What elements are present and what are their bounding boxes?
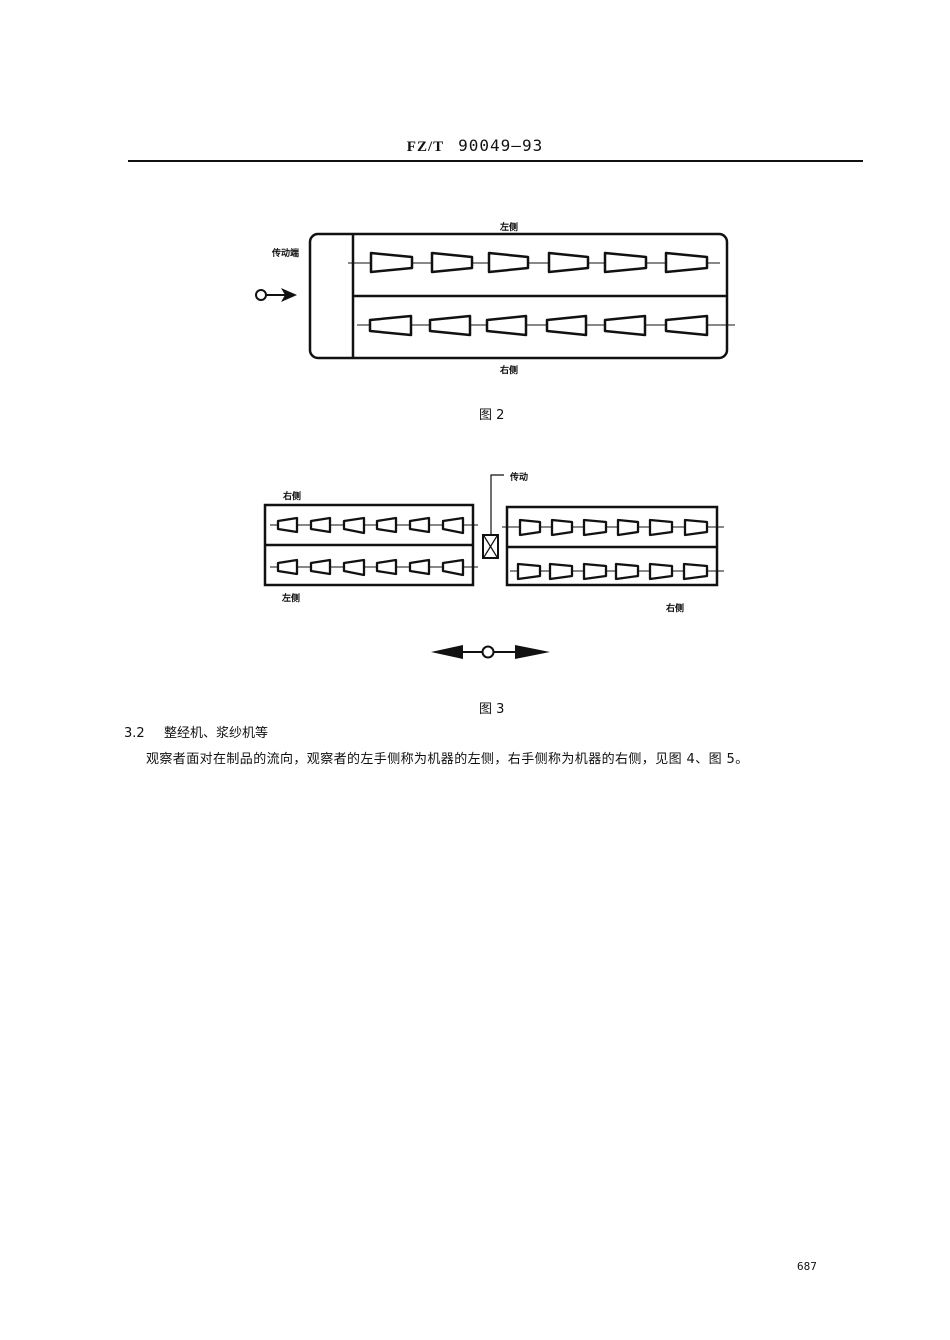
section-title: 整经机、浆纱机等 bbox=[164, 726, 269, 741]
figure-3-caption: 图 3 bbox=[479, 702, 505, 717]
section-body: 观察者面对在制品的流向，观察者的左手侧称为机器的左侧，右手侧称为机器的右侧，见图… bbox=[146, 752, 749, 767]
standard-code: FZ/T bbox=[406, 139, 445, 155]
document-header: FZ/T 90049—93 bbox=[0, 136, 950, 156]
section-heading: 3.2 整经机、浆纱机等 bbox=[124, 722, 268, 741]
label-drive-end: 传动端 bbox=[272, 249, 300, 259]
figure-3-drawing bbox=[263, 474, 724, 659]
figure-2-caption: 图 2 bbox=[479, 408, 505, 423]
standard-number: 90049—93 bbox=[458, 136, 544, 155]
label-right-side: 右侧 bbox=[500, 366, 519, 376]
label-left-block-left-side: 左侧 bbox=[282, 594, 301, 604]
figure-2-drawing bbox=[255, 232, 735, 360]
header-rule bbox=[128, 160, 863, 162]
label-left-side: 左侧 bbox=[500, 223, 519, 233]
label-right-block-right-side: 右侧 bbox=[666, 604, 685, 614]
label-drive: 传动 bbox=[510, 473, 529, 483]
section-number: 3.2 bbox=[124, 726, 145, 741]
label-left-block-right-side: 右侧 bbox=[283, 492, 302, 502]
page-number: 687 bbox=[797, 1260, 817, 1273]
